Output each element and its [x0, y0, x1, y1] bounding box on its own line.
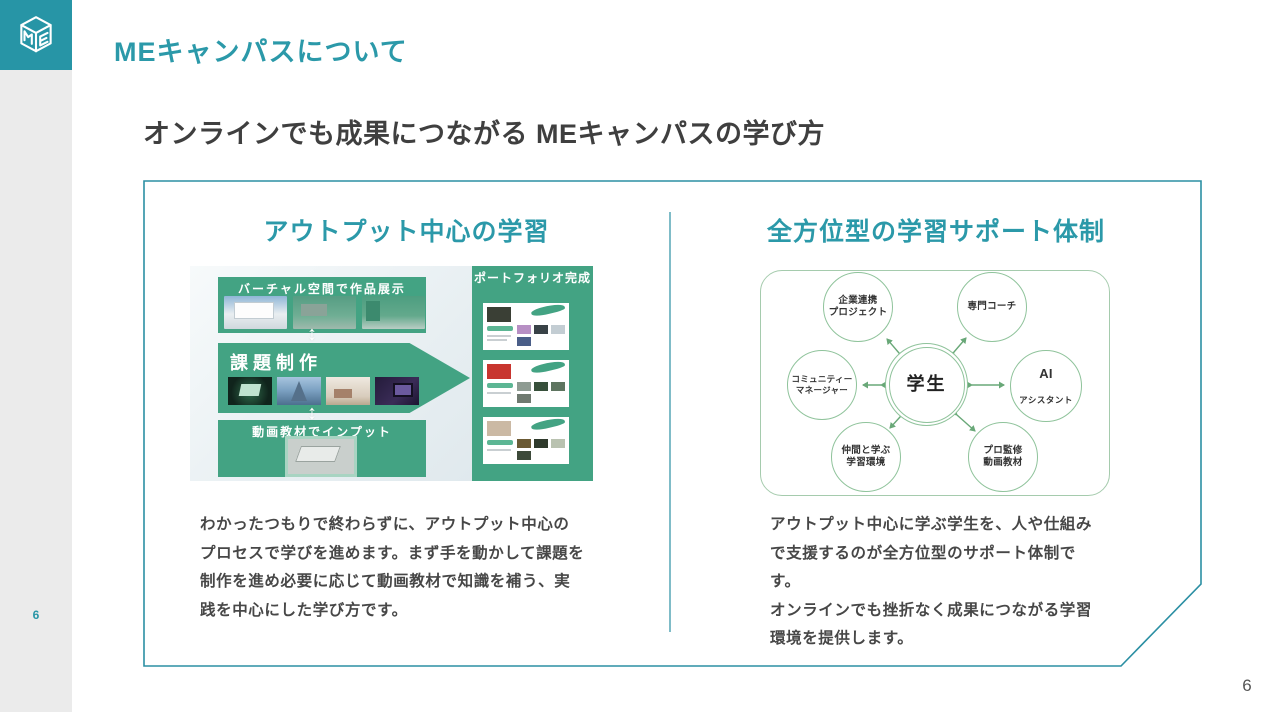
ai-assistant-label: アシスタント	[1019, 395, 1073, 406]
virtual-space-thumb	[362, 296, 425, 329]
video-material-screenshot	[288, 439, 354, 474]
student-label: 学生	[906, 373, 947, 394]
virtual-space-banner: バーチャル空間で作品展示	[218, 277, 426, 333]
virtual-space-thumb	[224, 296, 287, 329]
assignment-thumb	[277, 377, 321, 405]
logo-square	[0, 0, 72, 70]
support-circle-community-manager: コミュニティー マネージャー	[787, 350, 857, 420]
virtual-space-thumbnails	[224, 296, 425, 329]
output-learning-flow-image: バーチャル空間で作品展示 ↕ 課題制作 ↕ 動画教材でインプット ポートフォリオ…	[190, 266, 593, 481]
portfolio-card	[483, 303, 569, 350]
swoosh-decoration	[530, 417, 566, 432]
support-circle-student: 学生	[885, 343, 968, 426]
video-input-banner-label: 動画教材でインプット	[252, 425, 392, 439]
assignment-thumb	[326, 377, 370, 405]
right-panel-heading: 全方位型の学習サポート体制	[766, 218, 1105, 246]
assignment-thumbnails	[228, 377, 419, 405]
right-panel-description: アウトプット中心に学ぶ学生を、人や仕組み で支援するのが全方位型のサポート体制で…	[770, 516, 1093, 648]
support-arrows	[862, 337, 1005, 432]
slide-title: MEキャンパスについて	[114, 37, 408, 67]
assignment-arrow: 課題制作	[218, 343, 470, 413]
assignment-thumb	[228, 377, 272, 405]
left-sidebar	[0, 70, 72, 712]
content-box-frame	[143, 180, 1202, 667]
left-panel-heading: アウトプット中心の学習	[263, 218, 550, 246]
portfolio-thumb	[487, 364, 511, 379]
swoosh-decoration	[530, 360, 566, 375]
video-input-banner: 動画教材でインプット	[218, 420, 426, 477]
support-circle-corporate: 企業連携 プロジェクト	[823, 272, 893, 342]
up-down-arrow-icon: ↕	[307, 323, 317, 345]
portfolio-card	[483, 360, 569, 407]
support-circle-coach: 専門コーチ	[957, 272, 1027, 342]
portfolio-panel-label: ポートフォリオ完成	[473, 271, 591, 285]
me-cube-logo	[20, 16, 52, 53]
support-system-diagram: 企業連携 プロジェクト 専門コーチ コミュニティー マネージャー 学生 AI ア…	[760, 270, 1110, 496]
support-circle-ai-assistant: AI アシスタント	[1010, 350, 1082, 422]
up-down-arrow-icon: ↕	[307, 402, 317, 424]
assignment-thumb	[375, 377, 419, 405]
left-panel-description: わかったつもりで終わらずに、アウトプット中心の プロセスで学びを進めます。まず手…	[200, 516, 585, 619]
virtual-space-banner-label: バーチャル空間で作品展示	[238, 282, 406, 296]
corner-page-number: 6	[1242, 676, 1252, 695]
slide-subtitle: オンラインでも成果につながる MEキャンパスの学び方	[143, 119, 826, 149]
portfolio-thumb	[487, 307, 511, 322]
portfolio-thumb	[487, 421, 511, 436]
portfolio-card	[483, 417, 569, 464]
portfolio-panel: ポートフォリオ完成	[472, 266, 593, 481]
ai-label: AI	[1039, 365, 1053, 381]
support-circle-peers: 仲間と学ぶ 学習環境	[831, 422, 901, 492]
sidebar-page-number: 6	[32, 608, 40, 622]
virtual-space-thumb	[293, 296, 356, 329]
support-circle-pro-videos: プロ監修 動画教材	[968, 422, 1038, 492]
swoosh-decoration	[530, 303, 566, 318]
assignment-arrow-label: 課題制作	[230, 353, 322, 373]
